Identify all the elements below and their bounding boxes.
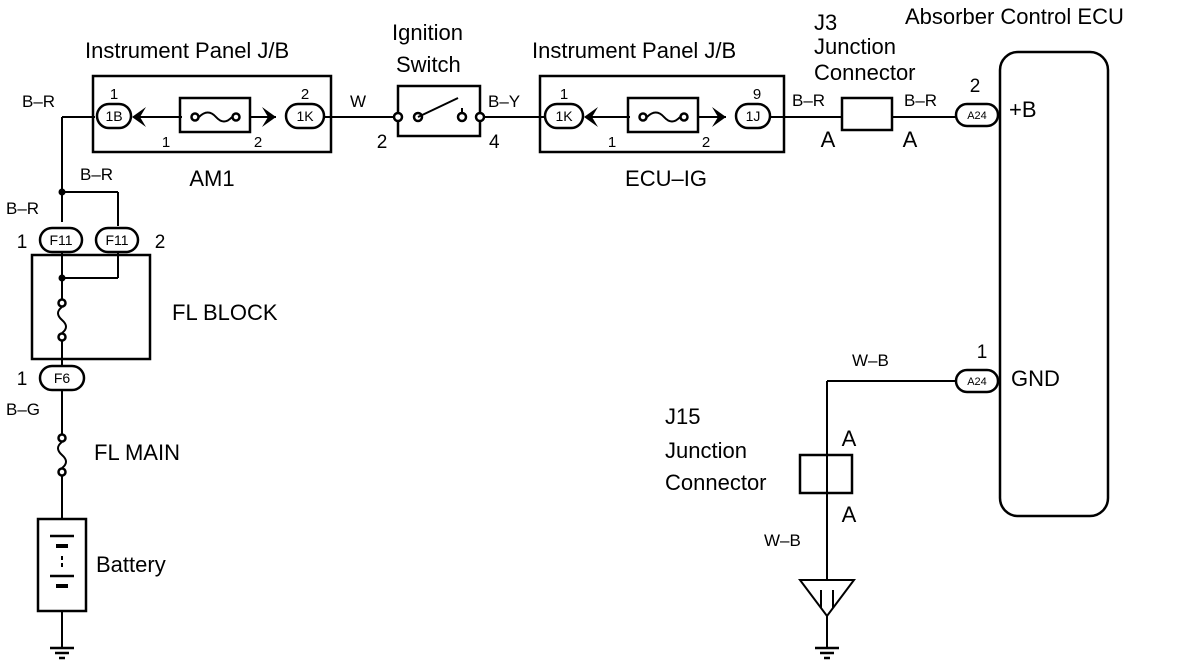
j15-title-line1: J15 bbox=[665, 404, 700, 429]
ecu-gnd-pin: 1 bbox=[977, 342, 988, 363]
j3-junction-connector bbox=[840, 96, 894, 132]
j15-bottom-pin: A bbox=[842, 502, 857, 527]
battery-icon bbox=[50, 534, 74, 588]
connector-a24-gnd-label: A24 bbox=[967, 376, 987, 388]
am1-out-pin: 2 bbox=[301, 86, 309, 103]
wire-label-wb-upper: W–B bbox=[852, 351, 889, 370]
ecu-gnd-label: GND bbox=[1011, 366, 1060, 391]
ecu-ig-fuse-in-pin: 1 bbox=[608, 134, 616, 151]
am1-fuse-in-pin: 1 bbox=[162, 134, 170, 151]
ecu-ig-label: ECU–IG bbox=[625, 166, 707, 191]
ignition-switch-contact-icon bbox=[417, 97, 459, 118]
ecu-ig-in-pin: 1 bbox=[560, 86, 568, 103]
f6-pin: 1 bbox=[17, 369, 28, 390]
arrow-right-icon bbox=[262, 107, 276, 127]
wire-label-by: B–Y bbox=[488, 92, 520, 111]
f11-b-pin: 2 bbox=[155, 232, 166, 253]
wire-label-wb-lower: W–B bbox=[764, 531, 801, 550]
absorber-control-ecu-title: Absorber Control ECU bbox=[905, 4, 1124, 29]
wire-label-br-branch: B–R bbox=[80, 165, 113, 184]
am1-fuse-box bbox=[178, 96, 252, 134]
fl-block-label: FL BLOCK bbox=[172, 300, 278, 325]
ecu-b-pin: 2 bbox=[970, 76, 981, 97]
connector-1b-label: 1B bbox=[105, 108, 122, 124]
arrow-left-icon bbox=[584, 107, 598, 127]
connector-1k-right bbox=[543, 102, 585, 130]
ground-icon bbox=[50, 646, 74, 660]
wire-label-w: W bbox=[350, 92, 366, 111]
ecu-ig-out-pin: 9 bbox=[753, 86, 761, 103]
ign-in-pin: 2 bbox=[377, 132, 388, 153]
ecu-ig-fuse-box bbox=[626, 96, 700, 134]
j15-title-line2: Junction bbox=[665, 438, 747, 463]
connector-1b bbox=[95, 102, 133, 130]
connector-a24-b-label: A24 bbox=[967, 110, 987, 122]
instrument-panel-jb-right-title: Instrument Panel J/B bbox=[532, 38, 736, 63]
ecu-ig-fuse-icon bbox=[646, 111, 681, 123]
j3-title-line1: J3 bbox=[814, 10, 837, 35]
wire-label-bg: B–G bbox=[6, 400, 40, 419]
fl-block-fuse-icon bbox=[57, 306, 67, 334]
ignition-switch-title-line2: Switch bbox=[396, 52, 461, 77]
am1-jb-box bbox=[91, 74, 333, 154]
am1-in-pin: 1 bbox=[110, 86, 118, 103]
j15-top-pin: A bbox=[842, 426, 857, 451]
j3-title-line2: Junction bbox=[814, 34, 896, 59]
ign-out-pin: 4 bbox=[489, 132, 500, 153]
f11-a-pin: 1 bbox=[17, 232, 28, 253]
connector-1j-label: 1J bbox=[746, 108, 761, 124]
am1-fuse-icon bbox=[198, 111, 233, 123]
connector-f6-label: F6 bbox=[54, 370, 71, 386]
body-ground-icon bbox=[798, 579, 856, 660]
wire-label-br-j3-right: B–R bbox=[904, 91, 937, 110]
ecu-plus-b-label: +B bbox=[1009, 97, 1037, 122]
connector-f11-b-label: F11 bbox=[105, 232, 128, 248]
connector-f11-a-label: F11 bbox=[49, 232, 72, 248]
fl-block-box bbox=[30, 253, 152, 361]
ecu-ig-jb-box bbox=[538, 74, 786, 154]
j3-right-pin: A bbox=[903, 127, 918, 152]
j15-title-line3: Connector bbox=[665, 470, 767, 495]
connector-1k-left-label: 1K bbox=[296, 108, 314, 124]
arrow-right-icon bbox=[712, 107, 726, 127]
battery-label: Battery bbox=[96, 552, 166, 577]
am1-fuse-out-pin: 2 bbox=[254, 134, 262, 151]
fl-main-fuse-icon bbox=[57, 441, 67, 469]
j3-title-line3: Connector bbox=[814, 60, 916, 85]
connector-1k-right-label: 1K bbox=[555, 108, 573, 124]
wire-label-br-j3-left: B–R bbox=[792, 91, 825, 110]
wire-label-br-fl: B–R bbox=[6, 199, 39, 218]
j3-left-pin: A bbox=[821, 127, 836, 152]
ignition-switch-box bbox=[396, 84, 482, 138]
arrow-left-icon bbox=[132, 107, 146, 127]
absorber-control-ecu-box bbox=[998, 50, 1110, 518]
wire-label-br-top: B–R bbox=[22, 92, 55, 111]
instrument-panel-jb-left-title: Instrument Panel J/B bbox=[85, 38, 289, 63]
ecu-ig-fuse-out-pin: 2 bbox=[702, 134, 710, 151]
am1-label: AM1 bbox=[189, 166, 234, 191]
fl-main-label: FL MAIN bbox=[94, 440, 180, 465]
connector-a24-b bbox=[954, 102, 1000, 128]
ignition-switch-title-line1: Ignition bbox=[392, 20, 463, 45]
